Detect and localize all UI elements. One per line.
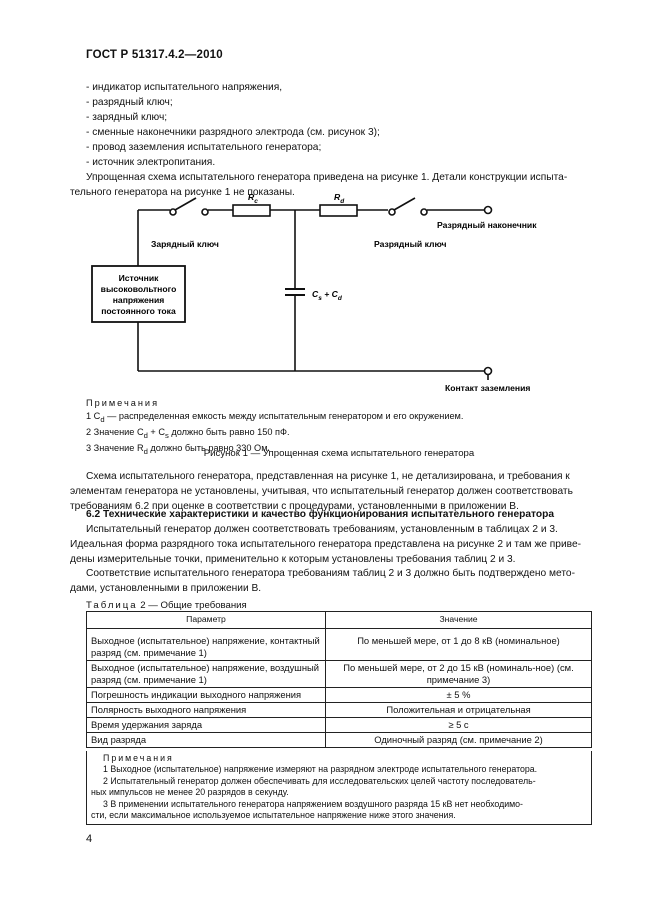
table-header-row: Параметр Значение xyxy=(86,611,592,629)
list-item: - провод заземления испытательного генер… xyxy=(86,142,322,153)
note-item: 3 Значение Rd должно быть равно 330 Ом. xyxy=(86,442,271,456)
note-item: 2 Испытательный генератор должен обеспеч… xyxy=(103,775,536,786)
note-item: 2 Значение Cd + Cs должно быть равно 150… xyxy=(86,426,290,440)
table-row: Время удержания заряда ≥ 5 с xyxy=(86,717,592,733)
table-row: Выходное (испытательное) напряжение, кон… xyxy=(86,628,592,661)
component-list: - индикатор испытательного напряжения, -… xyxy=(86,80,586,170)
paragraph-line: Испытательный генератор должен соответст… xyxy=(86,524,558,535)
switch-contact xyxy=(388,208,396,216)
note-item: 1 Выходное (испытательное) напряжение из… xyxy=(103,764,538,775)
paragraph-scheme: Схема испытательного генератора, предста… xyxy=(70,469,592,514)
paragraph-line: элементам генератора не установлены, учи… xyxy=(70,486,573,497)
note-item: 1 Cd — распределенная емкость между испы… xyxy=(86,411,464,424)
switch-contact xyxy=(420,208,428,216)
table-cell: Выходное (испытательное) напряжение, кон… xyxy=(86,628,326,661)
capacitor-label: Cs + Cd xyxy=(312,289,343,302)
ground-label: Контакт заземления xyxy=(445,383,530,393)
switch-contact xyxy=(201,208,209,216)
switch-contact xyxy=(169,208,177,216)
column-header-param: Параметр xyxy=(86,611,326,629)
paragraph-line: Соответствие испытательного генератора т… xyxy=(86,568,575,579)
list-item: - источник электропитания. xyxy=(86,157,216,168)
requirements-table: Параметр Значение Выходное (испытательно… xyxy=(86,611,592,748)
paragraph-line: дами, установленными в приложении В. xyxy=(70,583,262,594)
table-row: Полярность выходного напряжения Положите… xyxy=(86,702,592,718)
table-cell: Выходное (испытательное) напряжение, воз… xyxy=(86,660,326,688)
list-item: - индикатор испытательного напряжения, xyxy=(86,82,283,93)
resistor-rc xyxy=(232,204,271,217)
table-cell: По меньшей мере, от 2 до 15 кВ (номиналь… xyxy=(325,660,592,688)
charge-switch-label: Зарядный ключ xyxy=(151,239,219,249)
notes-heading: Примечания xyxy=(103,753,174,763)
resistor-rd xyxy=(319,204,358,217)
table-cell: Вид разряда xyxy=(86,732,326,748)
table-cell: Время удержания заряда xyxy=(86,717,326,733)
discharge-tip-label: Разрядный наконечник xyxy=(437,220,537,230)
intro-paragraph: Упрощенная схема испытательного генерато… xyxy=(70,170,592,200)
hv-source-label-line: напряжения xyxy=(113,295,165,305)
paragraph-conformity: Соответствие испытательного генератора т… xyxy=(70,566,592,596)
hv-source-label-line: высоковольтного xyxy=(101,284,177,294)
intro-line: тельного генератора на рисунке 1 не пока… xyxy=(70,187,295,198)
document-header: ГОСТ Р 51317.4.2—2010 xyxy=(86,49,223,61)
list-item: - зарядный ключ; xyxy=(86,112,168,123)
note-item: ных импульсов не менее 20 разрядов в сек… xyxy=(91,787,289,798)
notes-heading: Примечания xyxy=(86,398,160,408)
table-notes: Примечания 1 Выходное (испытательное) на… xyxy=(86,751,592,826)
table-cell: ≥ 5 с xyxy=(325,717,592,733)
table-row: Погрешность индикации выходного напряжен… xyxy=(86,687,592,703)
paragraph-requirements: Испытательный генератор должен соответст… xyxy=(70,522,592,567)
ground-terminal xyxy=(483,366,493,376)
paragraph-line: дены измерительные точки, применительно … xyxy=(70,554,516,565)
hv-source-label-line: постоянного тока xyxy=(101,306,176,316)
rc-label: Rc xyxy=(248,192,258,205)
switch-blade xyxy=(174,197,197,211)
table-row: Вид разряда Одиночный разряд (см. примеч… xyxy=(86,732,592,748)
paragraph-line: требованиям 6.2 при оценке в соответстви… xyxy=(70,501,519,512)
paragraph-line: Схема испытательного генератора, предста… xyxy=(86,471,570,482)
table-cell: Погрешность индикации выходного напряжен… xyxy=(86,687,326,703)
discharge-switch-label: Разрядный ключ xyxy=(374,239,446,249)
table-cell: Положительная и отрицательная xyxy=(325,702,592,718)
discharge-tip-terminal xyxy=(483,205,493,215)
table-cell: По меньшей мере, от 1 до 8 кВ (номинальн… xyxy=(325,628,592,661)
table-row: Выходное (испытательное) напряжение, воз… xyxy=(86,660,592,688)
rd-label: Rd xyxy=(334,192,345,205)
page-number: 4 xyxy=(86,833,93,845)
switch-blade xyxy=(393,197,416,211)
list-item: - сменные наконечники разрядного электро… xyxy=(86,127,380,138)
hv-source-label-line: Источник xyxy=(119,273,160,283)
note-item: сти, если максимальное используемое испы… xyxy=(91,810,456,821)
table-cell: Одиночный разряд (см. примечание 2) xyxy=(325,732,592,748)
column-header-value: Значение xyxy=(325,611,592,629)
figure-caption: Рисунок 1 — Упрощенная схема испытательн… xyxy=(203,448,475,459)
table-cell: ± 5 % xyxy=(325,687,592,703)
section-heading: 6.2 Технические характеристики и качеств… xyxy=(86,509,554,520)
list-item: - разрядный ключ; xyxy=(86,97,173,108)
table-cell: Полярность выходного напряжения xyxy=(86,702,326,718)
paragraph-line: Идеальная форма разрядного тока испытате… xyxy=(70,539,581,550)
table-title: Таблица 2 — Общие требования xyxy=(86,600,247,611)
note-item: 3 В применении испытательного генератора… xyxy=(103,798,523,809)
hv-source-box xyxy=(91,265,186,323)
figure-notes: Примечания 1 Cd — распределенная емкость… xyxy=(86,397,463,457)
intro-line: Упрощенная схема испытательного генерато… xyxy=(86,172,568,183)
